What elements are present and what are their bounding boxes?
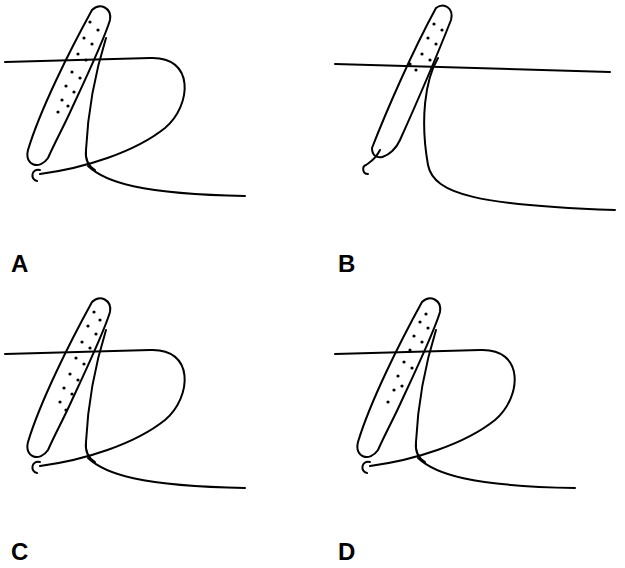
panel-a bbox=[5, 6, 245, 196]
panel-letter: A bbox=[10, 252, 29, 276]
panel-letter: D bbox=[337, 540, 356, 564]
panel-d bbox=[335, 298, 575, 488]
panel-c bbox=[5, 298, 245, 488]
panel-letter: B bbox=[337, 252, 356, 276]
panel-b bbox=[335, 6, 615, 210]
panel-letter: C bbox=[10, 540, 29, 564]
